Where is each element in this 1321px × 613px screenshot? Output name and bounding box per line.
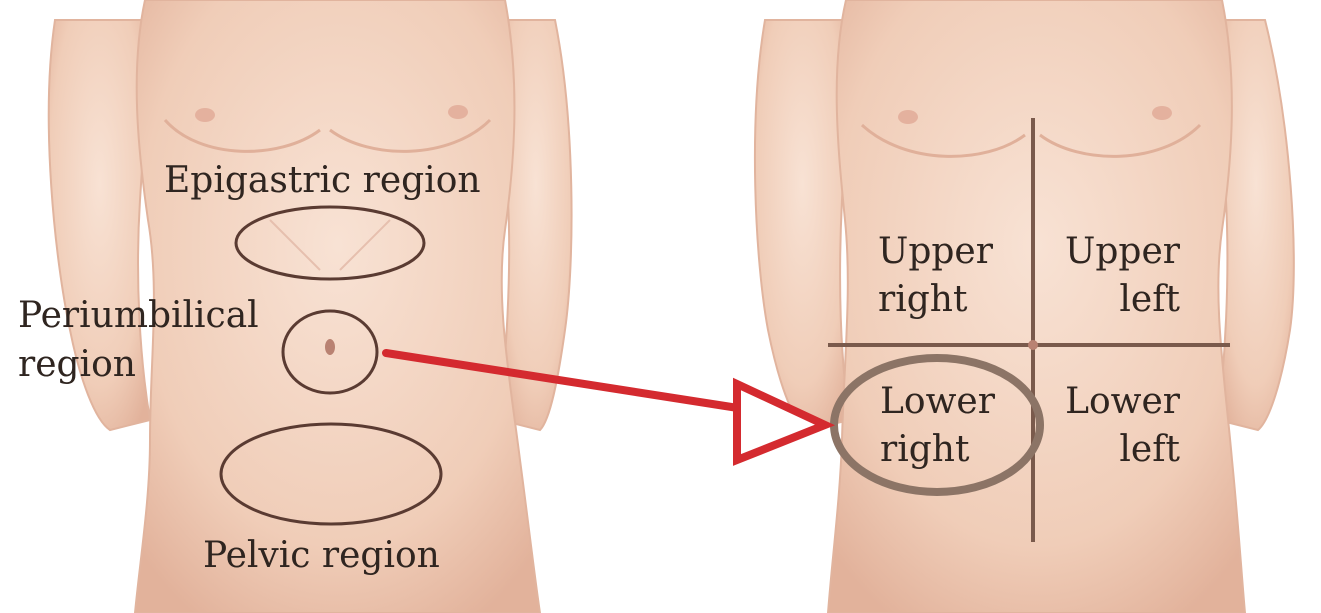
nipple-right (448, 105, 468, 119)
quadrant-upper-right-line1: Upper (878, 230, 993, 274)
quadrant-upper-left-line2: left (1045, 278, 1180, 322)
nipple-left (195, 108, 215, 122)
epigastric-region-label: Epigastric region (164, 159, 481, 203)
quadrant-upper-right-line2: right (878, 278, 967, 322)
quadrant-lower-left-line2: left (1045, 428, 1180, 472)
periumbilical-label-line2: region (18, 343, 136, 387)
quadrant-upper-left-line1: Upper (1045, 230, 1180, 274)
quadrant-lower-right-line1: Lower (880, 380, 995, 424)
nipple-left (898, 110, 918, 124)
right-torso (755, 0, 1294, 613)
left-arm (755, 20, 850, 430)
periumbilical-label-line1: Periumbilical (18, 294, 259, 338)
nipple-right (1152, 106, 1172, 120)
navel-right (1028, 340, 1038, 350)
quadrant-lower-left-line1: Lower (1045, 380, 1180, 424)
pelvic-region-label: Pelvic region (203, 534, 440, 578)
quadrant-lower-right-line2: right (880, 428, 969, 472)
navel-left (325, 339, 335, 355)
